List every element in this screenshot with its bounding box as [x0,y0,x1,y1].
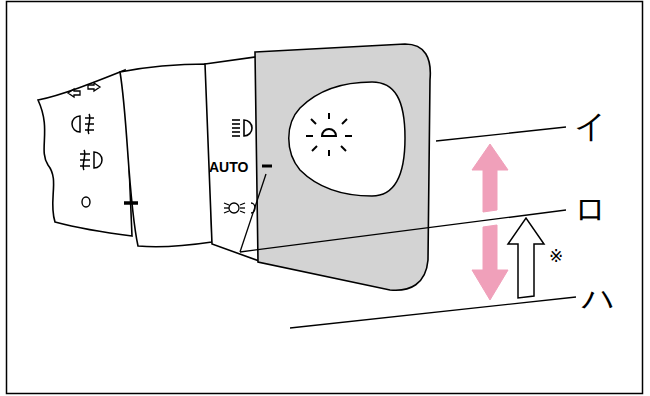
light-icon [306,113,352,156]
position-callout: イ [574,110,607,142]
lever-shaft [38,70,132,236]
down-arrow [472,225,508,300]
note-mark: ※ [549,248,563,265]
parking-light-icon [224,203,255,213]
switch-knob [255,44,430,290]
off-icon [82,197,90,207]
light-switch-segment [205,56,262,262]
position-callout: ロ [574,193,607,225]
leader-line [240,174,266,252]
headlight-icon [232,120,252,136]
up-arrow [472,144,508,212]
position-label: AUTO [209,160,248,174]
turn-signal-icon [68,83,100,97]
leader-line [290,297,576,328]
hollow-up-arrow [508,218,544,298]
leader-line [436,127,566,141]
fog-switch-ring [120,64,212,247]
front-fog-icon [80,150,102,170]
rear-fog-icon [72,114,94,134]
knob-oval [289,82,405,196]
frame [7,2,643,394]
position-callout: ハ [582,282,615,314]
ring-mark [124,201,138,205]
position-mark [262,165,272,168]
